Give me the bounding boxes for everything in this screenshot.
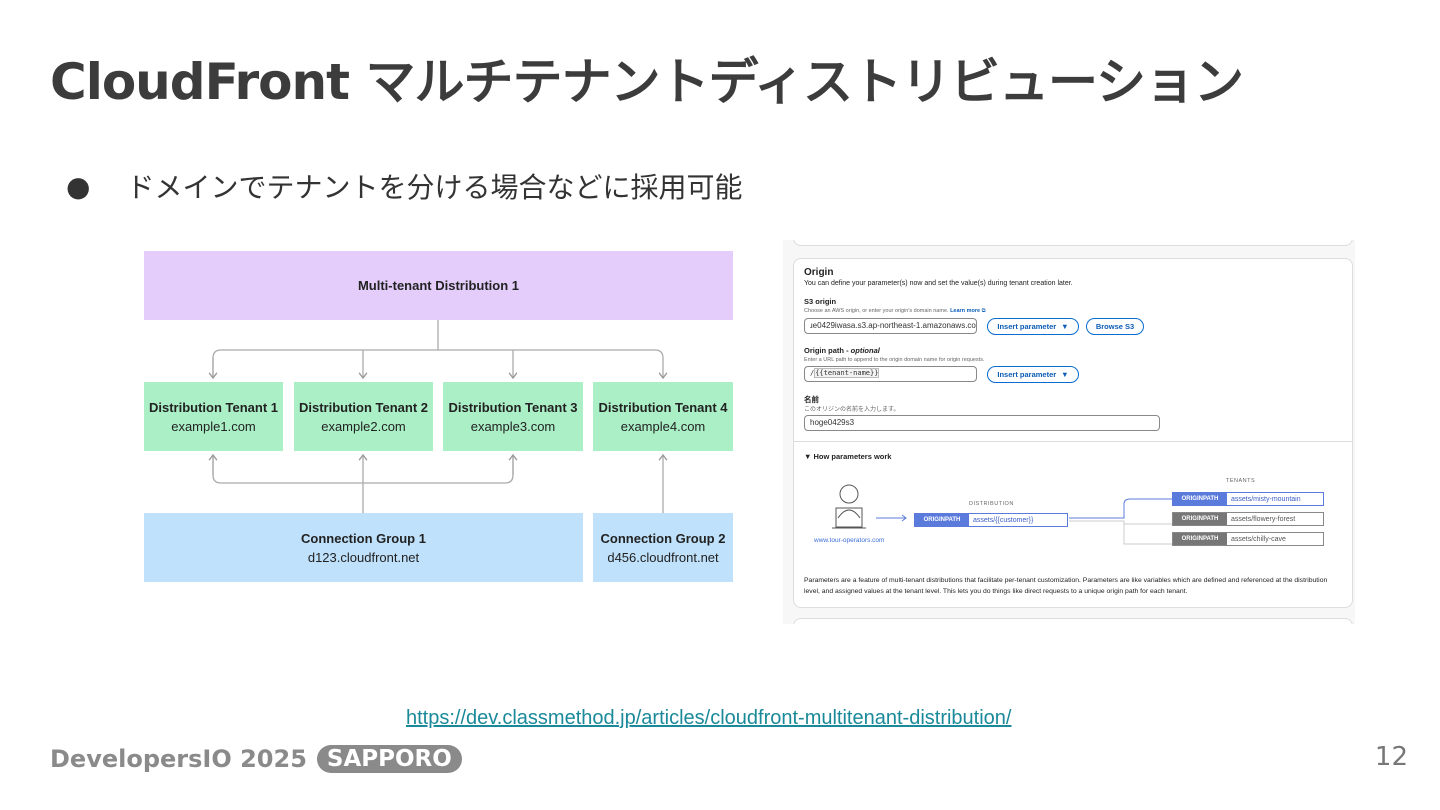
tenant-box: Distribution Tenant 4 example4.com bbox=[593, 382, 733, 451]
how-parameters-toggle[interactable]: ▼ How parameters work bbox=[804, 452, 892, 461]
group-name: Connection Group 1 bbox=[301, 530, 426, 546]
originpath-key: ORIGINPATH bbox=[1173, 533, 1227, 545]
bullet-text: ドメインでテナントを分ける場合などに採用可能 bbox=[126, 171, 743, 204]
path-prefix: / bbox=[810, 369, 815, 377]
toggle-label: How parameters work bbox=[813, 452, 892, 461]
origin-card: Origin You can define your parameter(s) … bbox=[793, 258, 1353, 608]
external-link-icon: ⧉ bbox=[981, 308, 986, 314]
originpath-key: ORIGINPATH bbox=[915, 514, 969, 526]
tenants-label: TENANTS bbox=[1226, 478, 1256, 484]
originpath-value: assets/flowery-forest bbox=[1227, 513, 1323, 525]
browse-s3-button[interactable]: Browse S3 bbox=[1086, 318, 1144, 335]
origin-path-input[interactable]: /{{tenant-name}} bbox=[804, 366, 977, 382]
tenant-domain: example4.com bbox=[620, 418, 706, 434]
distribution-label: Multi-tenant Distribution 1 bbox=[357, 278, 520, 293]
tenant-domain: example1.com bbox=[171, 418, 256, 434]
group-name: Connection Group 2 bbox=[600, 530, 726, 546]
tenant-name: Distribution Tenant 1 bbox=[148, 399, 279, 415]
distribution-label: DISTRIBUTION bbox=[969, 501, 1014, 507]
origin-desc: You can define your parameter(s) now and… bbox=[804, 280, 1073, 287]
name-label: 名前 bbox=[804, 395, 819, 404]
insert-parameter-button[interactable]: Insert parameter ▼ bbox=[987, 318, 1079, 335]
arrow bbox=[1069, 498, 1179, 519]
logo-badge: SAPPORO bbox=[316, 745, 462, 773]
logo-brand: DevelopersIO 2025 bbox=[50, 745, 307, 773]
button-label: Browse S3 bbox=[1095, 322, 1135, 331]
caret-down-icon: ▼ bbox=[1061, 370, 1069, 379]
path-label: Origin path - bbox=[804, 346, 851, 355]
tenant-domain: example2.com bbox=[321, 418, 406, 434]
event-logo: DevelopersIO 2025 SAPPORO bbox=[50, 745, 462, 773]
optional-tag: optional bbox=[850, 346, 880, 355]
originpath-key: ORIGINPATH bbox=[1173, 513, 1227, 525]
distribution-box: Multi-tenant Distribution 1 bbox=[144, 251, 733, 320]
button-label: Insert parameter bbox=[997, 370, 1057, 379]
s3-origin-input[interactable]: ɹe0429iwasa.s3.ap-northeast-1.amazonaws.… bbox=[804, 318, 977, 334]
path-help: Enter a URL path to append to the origin… bbox=[804, 357, 985, 363]
group-domain: d456.cloudfront.net bbox=[607, 549, 719, 565]
console-screenshot: Origin You can define your parameter(s) … bbox=[783, 240, 1355, 624]
parameters-explanation: Parameters are a feature of multi-tenant… bbox=[804, 577, 1328, 595]
bullet-dot-icon: ● bbox=[66, 169, 91, 203]
originpath-value: assets/misty-mountain bbox=[1227, 493, 1323, 505]
originpath-key: ORIGINPATH bbox=[1173, 493, 1227, 505]
name-help: このオリジンの名前を入力します。 bbox=[804, 407, 900, 413]
caret-down-icon: ▼ bbox=[1061, 322, 1069, 331]
slide-title: CloudFront マルチテナントディストリビューション bbox=[50, 53, 1244, 111]
tenant-name: Distribution Tenant 4 bbox=[598, 399, 728, 415]
diagram-connectors bbox=[208, 320, 668, 513]
connection-group-box: Connection Group 2 d456.cloudfront.net bbox=[593, 513, 733, 582]
bullet-item: ● ドメインでテナントを分ける場合などに採用可能 bbox=[66, 166, 742, 206]
tenant-box: Distribution Tenant 3 example3.com bbox=[443, 382, 583, 451]
tenant-box: Distribution Tenant 2 example2.com bbox=[294, 382, 433, 451]
tenant-domain: example3.com bbox=[470, 418, 556, 434]
tenant-name: Distribution Tenant 3 bbox=[448, 399, 578, 415]
page-number: 12 bbox=[1374, 742, 1408, 772]
connection-group-box: Connection Group 1 d123.cloudfront.net bbox=[144, 513, 583, 582]
user-laptop-icon bbox=[832, 484, 866, 529]
user-site-label: www.tour-operators.com bbox=[814, 537, 885, 544]
name-input[interactable]: hoge0429s3 bbox=[804, 415, 1160, 431]
path-parameter-token: {{tenant-name}} bbox=[814, 368, 880, 378]
tenant-name: Distribution Tenant 2 bbox=[298, 399, 429, 415]
originpath-value: assets/{{customer}} bbox=[969, 514, 1067, 526]
button-label: Insert parameter bbox=[997, 322, 1057, 331]
group-domain: d123.cloudfront.net bbox=[307, 549, 420, 565]
originpath-value: assets/chilly-cave bbox=[1227, 533, 1323, 545]
insert-parameter-button[interactable]: Insert parameter ▼ bbox=[987, 366, 1079, 383]
connector-line bbox=[212, 349, 668, 380]
tenant-box: Distribution Tenant 1 example1.com bbox=[144, 382, 283, 451]
origin-heading: Origin bbox=[804, 267, 834, 278]
learn-more-link[interactable]: Learn more bbox=[950, 308, 981, 314]
s3-label: S3 origin bbox=[804, 297, 837, 306]
source-link[interactable]: https://dev.classmethod.jp/articles/clou… bbox=[406, 707, 1012, 729]
s3-help: Choose an AWS origin, or enter your orig… bbox=[804, 308, 949, 314]
